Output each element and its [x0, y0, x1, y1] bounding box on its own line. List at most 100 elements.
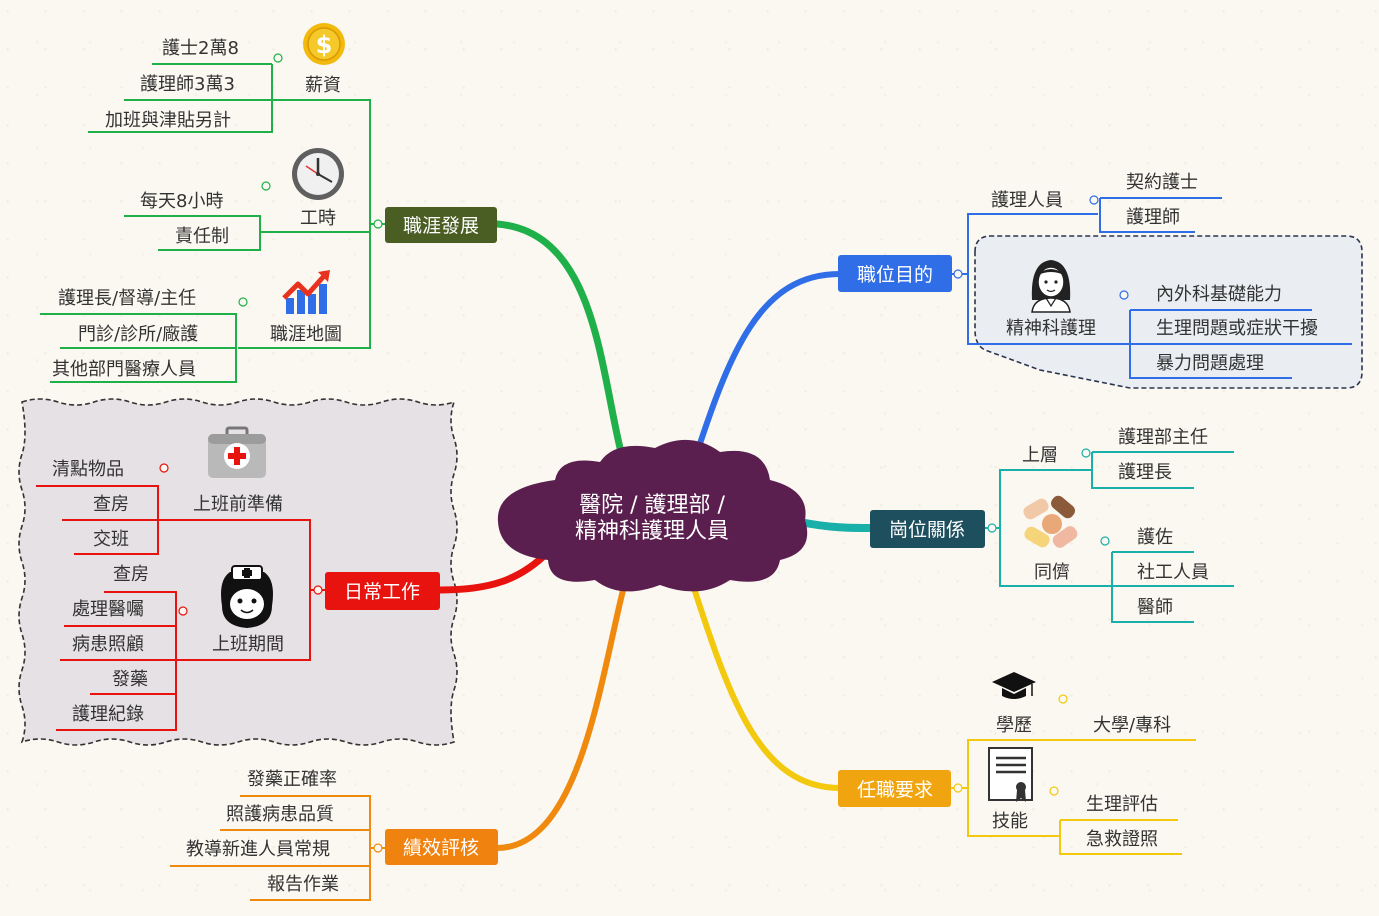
shift-item-3[interactable]: 病患照顧 [72, 634, 144, 655]
hours-label[interactable]: 工時 [300, 208, 336, 229]
topic-require[interactable]: 任職要求 [838, 770, 951, 807]
toggle-staff [1089, 195, 1099, 205]
require-connectors [950, 739, 1196, 855]
relation-connectors [985, 451, 1234, 623]
path-item-1[interactable]: 護理長/督導/主任 [58, 288, 196, 309]
branch-line-career [493, 220, 629, 472]
hours-item-2[interactable]: 責任制 [175, 226, 229, 247]
salary-item-1[interactable]: 護士2萬8 [162, 38, 239, 59]
perf-item-1[interactable]: 發藥正確率 [247, 769, 337, 790]
perf-item-2[interactable]: 照護病患品質 [226, 804, 334, 825]
clock-icon [292, 148, 344, 200]
branch-line-relation [796, 518, 876, 532]
topic-daily-label: 日常工作 [344, 581, 420, 603]
branch-line-purpose [689, 271, 843, 471]
toggle-daily [313, 585, 323, 595]
svg-text:$: $ [316, 31, 333, 59]
topic-relation-label: 崗位關係 [889, 519, 965, 541]
upper-label[interactable]: 上層 [1022, 445, 1058, 466]
edu-label[interactable]: 學歷 [996, 715, 1032, 736]
psych-item-3[interactable]: 暴力問題處理 [1156, 353, 1264, 374]
topic-career-label: 職涯發展 [403, 215, 479, 237]
toggle-require [953, 783, 963, 793]
path-item-3[interactable]: 其他部門醫療人員 [52, 359, 196, 380]
shift-label[interactable]: 上班期間 [212, 634, 284, 655]
prep-item-1[interactable]: 清點物品 [52, 459, 124, 480]
purpose-connectors [840, 197, 1352, 379]
growth-chart-icon [282, 270, 330, 314]
peer-item-3[interactable]: 醫師 [1137, 597, 1173, 618]
topic-purpose-label: 職位目的 [857, 264, 933, 286]
shift-item-5[interactable]: 護理紀錄 [72, 704, 144, 725]
topic-career[interactable]: 職涯發展 [385, 207, 497, 243]
hours-item-1[interactable]: 每天8小時 [140, 191, 223, 212]
topic-relation[interactable]: 崗位關係 [870, 510, 985, 548]
toggle-relation [987, 523, 997, 533]
skill-label[interactable]: 技能 [992, 811, 1028, 832]
toggle-career [373, 219, 383, 229]
peer-label[interactable]: 同儕 [1034, 562, 1070, 583]
prep-label[interactable]: 上班前準備 [193, 494, 283, 515]
collapse-toggles[interactable] [159, 53, 1129, 853]
toggle-edu [1058, 694, 1068, 704]
branch-line-daily [436, 548, 552, 594]
toggle-peer [1100, 536, 1110, 546]
branch-line-perf [494, 579, 628, 851]
prep-item-2[interactable]: 查房 [93, 494, 129, 515]
salary-item-2[interactable]: 護理師3萬3 [140, 74, 235, 95]
career-connectors [40, 63, 385, 383]
toggle-skill [1049, 786, 1059, 796]
skill-item-1[interactable]: 生理評估 [1086, 794, 1158, 815]
peer-item-1[interactable]: 護佐 [1137, 527, 1173, 548]
central-topic-line1: 醫院 / 護理部 / [579, 493, 725, 518]
shift-item-1[interactable]: 查房 [113, 564, 149, 585]
first-aid-kit-icon [208, 426, 266, 478]
toggle-perf [373, 843, 383, 853]
topic-perf[interactable]: 績效評核 [385, 829, 498, 865]
upper-item-1[interactable]: 護理部主任 [1118, 427, 1208, 448]
path-label[interactable]: 職涯地圖 [270, 324, 342, 345]
topic-purpose[interactable]: 職位目的 [838, 255, 952, 292]
path-item-2[interactable]: 門診/診所/廠護 [78, 323, 198, 345]
psych-nursing-boundary [974, 235, 1363, 389]
toggle-hours [261, 181, 271, 191]
toggle-psych [1119, 290, 1129, 300]
topic-daily[interactable]: 日常工作 [325, 572, 440, 610]
psych-label[interactable]: 精神科護理 [1006, 318, 1096, 339]
psych-item-2[interactable]: 生理問題或症狀干擾 [1156, 318, 1318, 339]
woman-avatar-icon [1031, 260, 1071, 313]
certificate-icon [988, 747, 1033, 802]
toggle-shift [178, 606, 188, 616]
teamwork-hands-icon [1023, 495, 1078, 548]
edu-item-1[interactable]: 大學/專科 [1093, 715, 1171, 736]
toggle-salary [273, 53, 283, 63]
perf-item-3[interactable]: 教導新進人員常規 [186, 839, 330, 860]
perf-item-4[interactable]: 報告作業 [267, 874, 339, 895]
peer-item-2[interactable]: 社工人員 [1137, 562, 1209, 583]
branch-line-require [689, 579, 843, 791]
dollar-coin-icon: $ [303, 23, 345, 65]
central-topic-line2: 精神科護理人員 [575, 519, 729, 544]
central-topic[interactable]: 醫院 / 護理部 / 精神科護理人員 [497, 439, 808, 592]
psych-item-1[interactable]: 內外科基礎能力 [1156, 284, 1282, 305]
topic-require-label: 任職要求 [857, 779, 933, 801]
toggle-prep [159, 463, 169, 473]
toggle-purpose [953, 269, 963, 279]
shift-item-2[interactable]: 處理醫囑 [72, 599, 144, 620]
salary-item-3[interactable]: 加班與津貼另計 [105, 110, 231, 131]
toggle-path [238, 297, 248, 307]
toggle-upper [1081, 448, 1091, 458]
staff-label[interactable]: 護理人員 [991, 190, 1063, 211]
nurse-icon [221, 565, 273, 628]
central-cloud-shape [497, 439, 808, 592]
staff-item-1[interactable]: 契約護士 [1126, 172, 1198, 193]
shift-item-4[interactable]: 發藥 [112, 669, 148, 690]
prep-item-3[interactable]: 交班 [93, 529, 129, 550]
topic-perf-label: 績效評核 [403, 837, 479, 859]
staff-item-2[interactable]: 護理師 [1126, 207, 1180, 228]
upper-item-2[interactable]: 護理長 [1118, 462, 1172, 483]
skill-item-2[interactable]: 急救證照 [1086, 829, 1158, 850]
graduation-cap-icon [992, 672, 1036, 699]
salary-label[interactable]: 薪資 [305, 75, 341, 96]
